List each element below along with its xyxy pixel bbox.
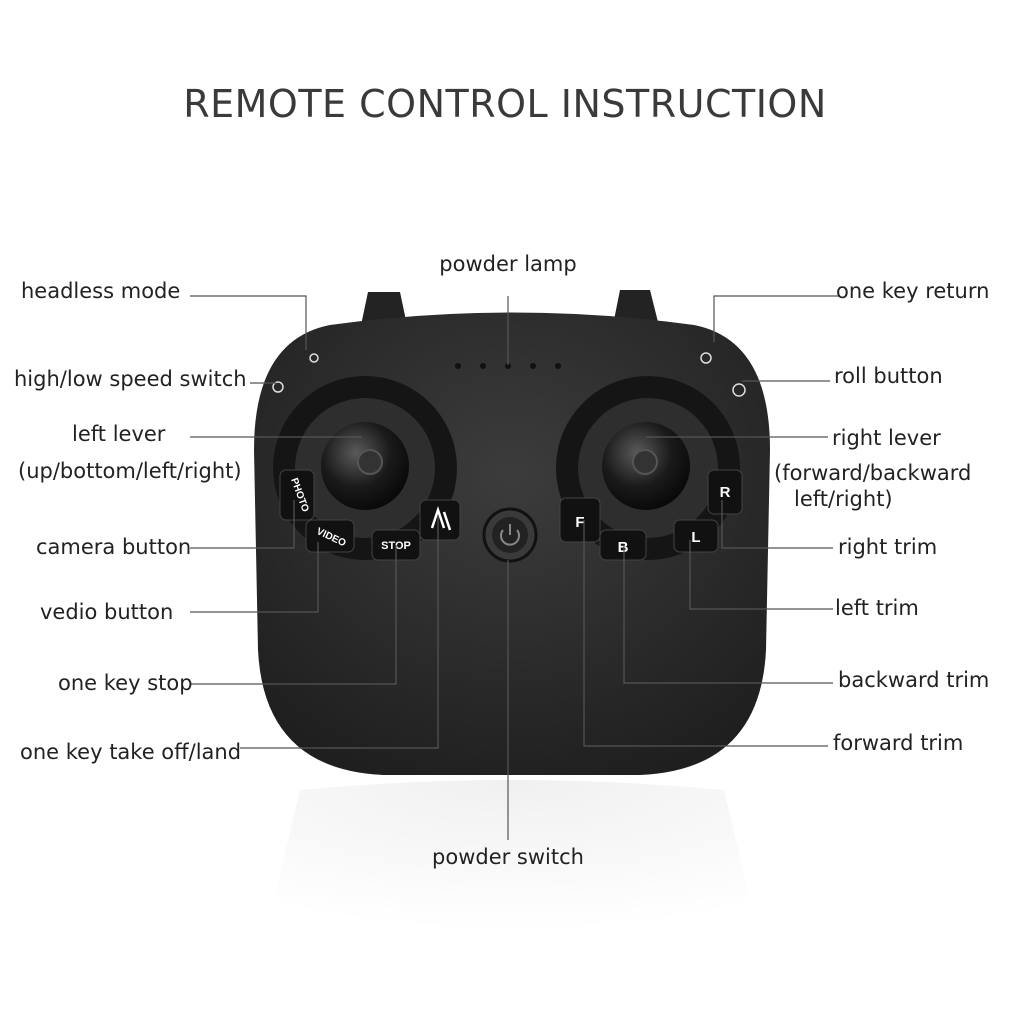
label-powder-lamp: powder lamp [439,252,577,276]
power-lamp-dots [455,363,561,369]
label-take-off-land: one key take off/land [20,740,242,764]
backward-trim-button[interactable]: B [599,529,647,561]
power-button[interactable] [482,507,538,563]
photo-button[interactable]: PHOTO [279,469,315,521]
takeoff-icon [430,506,452,531]
label-vedio-button: vedio button [40,600,174,624]
takeoff-button[interactable] [419,499,461,541]
label-left-lever-desc: (up/bottom/left/right) [18,459,242,483]
label-right-lever-desc-1: (forward/backward [774,461,972,485]
left-label: L [691,529,700,546]
label-one-key-stop: one key stop [58,671,193,695]
headless-icon [309,353,319,363]
label-camera-button: camera button [36,535,192,559]
page-title: REMOTE CONTROL INSTRUCTION [183,82,827,126]
label-backward-trim: backward trim [838,668,990,692]
callout-lines [190,295,840,840]
power-icon [500,529,520,546]
label-forward-trim: forward trim [833,731,964,755]
reflection [274,780,750,930]
label-roll-button: roll button [834,364,943,388]
video-button[interactable]: VIDEO [305,519,355,553]
right-trim-button[interactable]: R [707,469,743,515]
left-trim-button[interactable]: L [673,519,719,553]
label-speed-switch: high/low speed switch [14,367,247,391]
label-headless-mode: headless mode [21,279,181,303]
forward-trim-button[interactable]: F [559,497,601,543]
label-left-trim: left trim [835,596,919,620]
forward-label: F [575,514,584,531]
return-icon [700,352,712,364]
roll-icon [732,383,746,397]
label-left-lever: left lever [72,422,166,446]
speed-icon [272,381,284,393]
label-right-lever: right lever [832,426,941,450]
label-one-key-return: one key return [836,279,990,303]
label-right-lever-desc-2: left/right) [794,487,893,511]
backward-label: B [618,539,629,556]
right-label: R [720,484,731,501]
label-right-trim: right trim [838,535,938,559]
label-powder-switch: powder switch [432,845,584,869]
